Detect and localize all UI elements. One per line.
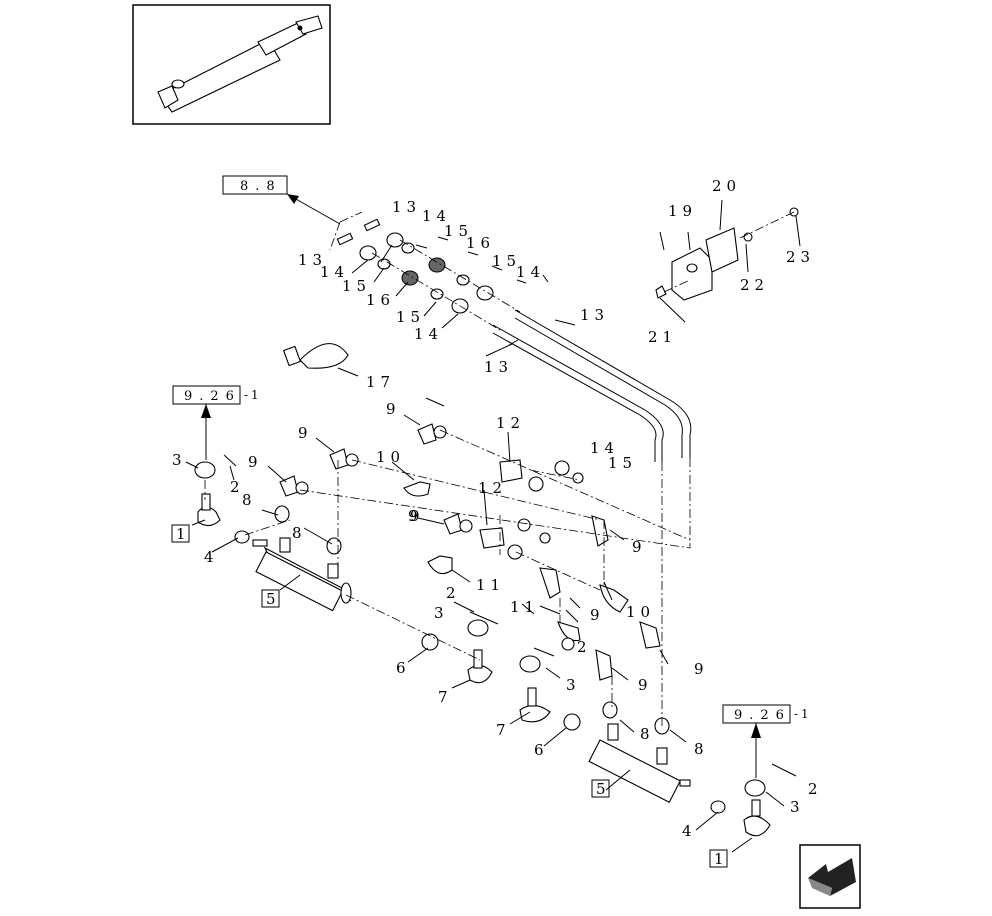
callout-14[interactable]: 14 xyxy=(320,263,349,281)
callout-15[interactable]: 15 xyxy=(342,277,371,295)
callout-9[interactable]: 9 xyxy=(298,424,313,442)
tube-clamp xyxy=(655,207,799,301)
callout-15[interactable]: 15 xyxy=(492,252,521,270)
svg-text:9.26: 9.26 xyxy=(184,389,241,404)
callout-9[interactable]: 9 xyxy=(408,507,423,525)
callout-4[interactable]: 4 xyxy=(682,822,697,840)
callout-9[interactable]: 9 xyxy=(632,538,647,556)
callout-3[interactable]: 3 xyxy=(790,798,805,816)
callout-labels: 1 1 2 2 2 2 3 3 3 3 4 4 5 5 6 6 7 7 8 8 … xyxy=(171,177,823,868)
callout-17[interactable]: 17 xyxy=(366,373,395,391)
callout-9[interactable]: 9 xyxy=(248,453,263,471)
rod-end-right xyxy=(710,779,771,837)
callout-15[interactable]: 15 xyxy=(396,308,425,326)
rod-end-left xyxy=(194,461,250,544)
hydraulic-tubes xyxy=(492,309,692,462)
cylinder-left xyxy=(252,537,352,612)
callout-14[interactable]: 14 xyxy=(516,263,545,281)
ref-box-9-26-left[interactable]: 9.26 -1 xyxy=(172,385,262,405)
callout-2[interactable]: 2 xyxy=(808,780,823,798)
callout-7[interactable]: 7 xyxy=(496,721,511,739)
callout-3[interactable]: 3 xyxy=(172,451,187,469)
svg-text:-1: -1 xyxy=(244,388,262,402)
callout-22[interactable]: 22 xyxy=(740,276,769,294)
cable-strap xyxy=(282,343,349,369)
callout-12[interactable]: 12 xyxy=(496,414,525,432)
next-page-arrow-icon[interactable] xyxy=(799,844,861,909)
callout-2[interactable]: 2 xyxy=(577,638,592,656)
callout-9[interactable]: 9 xyxy=(694,660,709,678)
ref-box-8-8[interactable]: 8.8 xyxy=(222,175,288,195)
callout-1[interactable]: 1 xyxy=(714,850,729,868)
callout-8[interactable]: 8 xyxy=(292,524,307,542)
callout-13[interactable]: 13 xyxy=(298,251,327,269)
callout-11[interactable]: 11 xyxy=(476,576,505,594)
callout-1[interactable]: 1 xyxy=(176,525,191,543)
callout-3[interactable]: 3 xyxy=(434,604,449,622)
callout-9[interactable]: 9 xyxy=(590,606,605,624)
svg-text:-1: -1 xyxy=(794,707,812,721)
callout-15[interactable]: 15 xyxy=(608,454,637,472)
svg-text:8.8: 8.8 xyxy=(240,179,282,194)
callout-9[interactable]: 9 xyxy=(638,676,653,694)
callout-8[interactable]: 8 xyxy=(694,740,709,758)
fittings-middle xyxy=(274,423,670,735)
callout-13[interactable]: 13 xyxy=(484,358,513,376)
callout-16[interactable]: 16 xyxy=(466,234,495,252)
callout-23[interactable]: 23 xyxy=(786,248,815,266)
callout-2[interactable]: 2 xyxy=(446,584,461,602)
callout-9[interactable]: 9 xyxy=(410,507,425,525)
callout-5[interactable]: 5 xyxy=(596,780,611,798)
callout-13[interactable]: 13 xyxy=(392,198,421,216)
callout-14[interactable]: 14 xyxy=(590,439,619,457)
callout-7[interactable]: 7 xyxy=(438,688,453,706)
cylinder-right xyxy=(588,723,691,803)
callout-21[interactable]: 21 xyxy=(648,328,677,346)
callout-8[interactable]: 8 xyxy=(640,725,655,743)
callout-6[interactable]: 6 xyxy=(396,659,411,677)
callout-11[interactable]: 11 xyxy=(510,598,539,616)
callout-10[interactable]: 10 xyxy=(376,448,405,466)
callout-6[interactable]: 6 xyxy=(534,741,549,759)
callout-2[interactable]: 2 xyxy=(230,478,245,496)
callout-13[interactable]: 13 xyxy=(580,306,609,324)
callout-10[interactable]: 10 xyxy=(626,603,655,621)
fittings-upper xyxy=(336,218,494,314)
callout-19[interactable]: 19 xyxy=(668,202,697,220)
hydraulic-cylinder-icon[interactable] xyxy=(132,4,331,125)
callout-14[interactable]: 14 xyxy=(422,207,451,225)
callout-8[interactable]: 8 xyxy=(242,491,257,509)
callout-12[interactable]: 12 xyxy=(478,479,507,497)
callout-15[interactable]: 15 xyxy=(444,222,473,240)
callout-16[interactable]: 16 xyxy=(366,291,395,309)
callout-9[interactable]: 9 xyxy=(386,400,401,418)
svg-text:9.26: 9.26 xyxy=(734,708,791,723)
callout-3[interactable]: 3 xyxy=(566,676,581,694)
ref-box-9-26-right[interactable]: 9.26 -1 xyxy=(722,704,812,724)
callout-4[interactable]: 4 xyxy=(204,548,219,566)
leader-lines xyxy=(185,199,801,853)
callout-14[interactable]: 14 xyxy=(414,325,443,343)
callout-20[interactable]: 20 xyxy=(712,177,741,195)
callout-5[interactable]: 5 xyxy=(266,590,281,608)
